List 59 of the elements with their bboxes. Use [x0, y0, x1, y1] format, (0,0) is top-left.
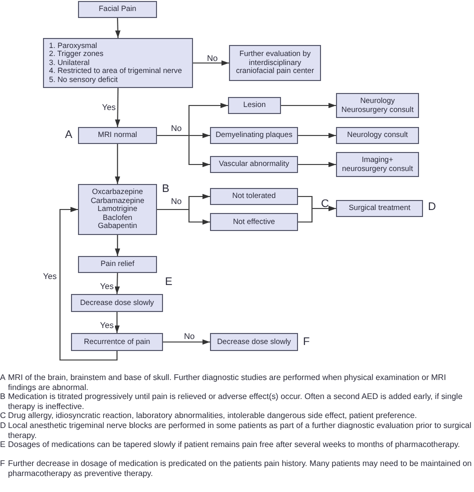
- arrow: [193, 60, 229, 66]
- process-box: [78, 127, 157, 144]
- edge-label: Yes: [101, 103, 117, 112]
- footnote-text: Local anesthetic trigeminal nerve blocks are performed in some patients as part of a further diagnostic evaluation prior to surgical therapy.: [8, 421, 472, 440]
- step-letter: B: [162, 184, 170, 195]
- arrow: [281, 102, 336, 108]
- arrow: [163, 339, 210, 345]
- arrow: [114, 312, 120, 333]
- step-letter: F: [303, 337, 310, 348]
- edge-label: No: [170, 197, 183, 206]
- edge-label: Yes: [99, 282, 115, 290]
- process-box: [210, 333, 298, 351]
- footnote-letter: E: [0, 440, 6, 450]
- footnote-text: Drug allergy, idiosyncratic reaction, laboratory abnormalities, intolerable dangerous side effect, patient preference.: [8, 411, 418, 421]
- footnote-text: Further decrease in dosage of medication is predicated on the patients pain history. Many patients may need to be maintained on pharmacotherapy as preventive therapy.: [8, 459, 473, 478]
- step-letter: C: [321, 199, 329, 210]
- process-box: [336, 152, 419, 177]
- edge-label: Yes: [42, 272, 58, 280]
- process-box: [210, 188, 298, 205]
- footnote-letter: A: [0, 373, 6, 383]
- process-box: [78, 184, 157, 235]
- arrow: [298, 162, 336, 168]
- process-box: [210, 156, 298, 173]
- process-box: [71, 333, 163, 351]
- step-letter: E: [165, 277, 172, 288]
- arrow: [114, 144, 120, 184]
- footnote-letter: B: [0, 392, 6, 402]
- process-box: [78, 256, 157, 273]
- edge-label: Yes: [99, 321, 115, 330]
- step-letter: A: [65, 130, 72, 141]
- step-letter: D: [428, 202, 436, 213]
- process-box: [336, 93, 419, 118]
- process-box: [229, 45, 321, 81]
- arrow: [298, 132, 336, 138]
- arrow: [114, 272, 120, 294]
- process-box: [78, 1, 157, 18]
- edge-label: No: [170, 124, 183, 132]
- footnote-text: Medication is titrated progressively until pain is relieved or adverse effect(s) occur. Often a second AED is added early, if single therapy is ineffective.: [8, 392, 464, 412]
- footnote-letter: C: [0, 411, 6, 421]
- arrow: [115, 18, 120, 38]
- arrow: [157, 134, 210, 168]
- edge-label: No: [183, 332, 196, 340]
- footnote-text: MRI of the brain, brainstem and base of skull. Further diagnostic studies are performed when physical examination or MRI findings are abnormal.: [8, 373, 448, 392]
- arrow: [298, 206, 336, 223]
- footnote-letter: D: [0, 421, 6, 431]
- footnote-letter: F: [0, 459, 5, 469]
- edge-label: No: [206, 54, 219, 62]
- process-box: [336, 127, 419, 144]
- process-box: [228, 97, 281, 114]
- process-box: [210, 213, 298, 231]
- process-box: [210, 127, 298, 144]
- process-box: [336, 200, 423, 217]
- process-box: [71, 294, 163, 312]
- arrow: [114, 88, 120, 127]
- arrow: [157, 208, 210, 225]
- process-box: [43, 38, 193, 88]
- arrow: [59, 206, 118, 361]
- footnote-text: Dosages of medications can be tapered slowly if patient remains pain free after several weeks to months of pharmacotherapy.: [8, 440, 461, 450]
- arrow: [114, 235, 120, 256]
